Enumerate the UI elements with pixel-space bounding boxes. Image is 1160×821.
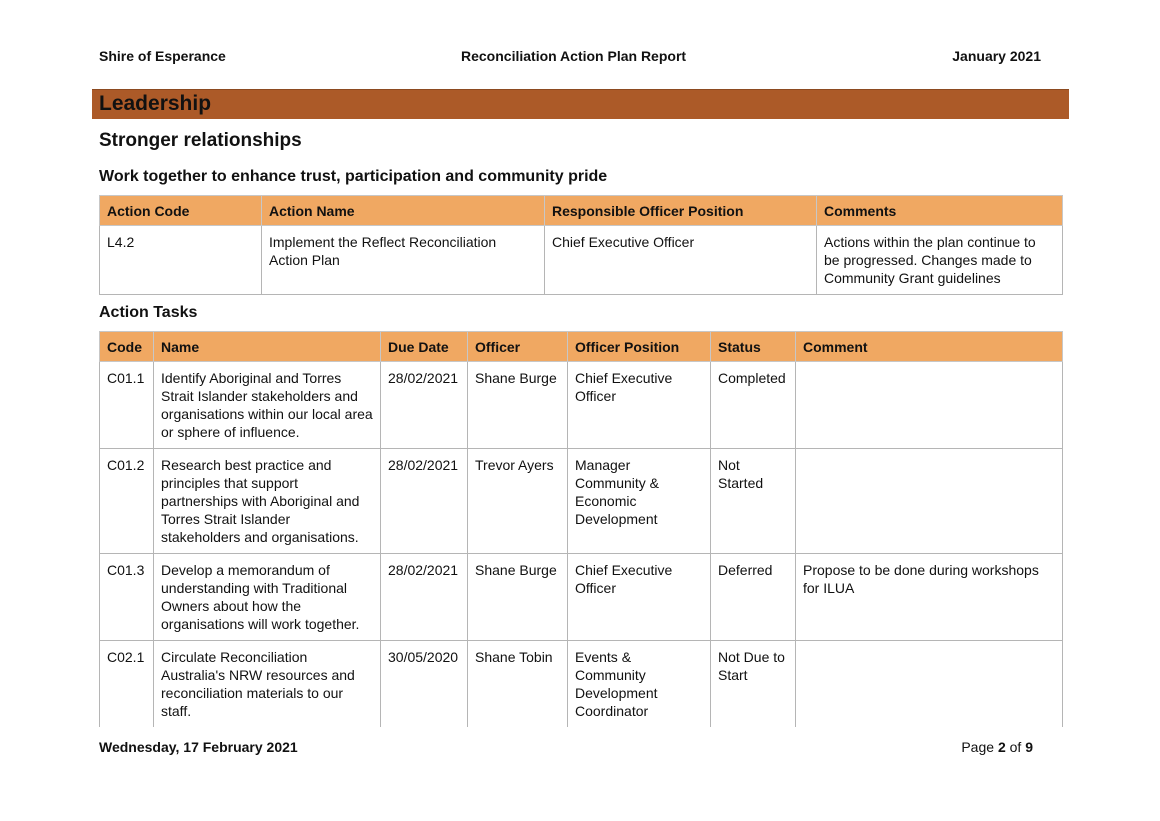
page-label: Page — [961, 739, 995, 755]
action-table: Action Code Action Name Responsible Offi… — [99, 195, 1063, 295]
section-title: Leadership — [99, 92, 212, 115]
task-due-date-cell: 28/02/2021 — [380, 553, 468, 641]
table-row: L4.2 Implement the Reflect Reconciliatio… — [99, 225, 1063, 295]
task-officer-cell: Shane Burge — [467, 553, 568, 641]
task-officer-position-cell: Manager Community & Economic Development — [567, 448, 711, 554]
task-comment-cell — [795, 640, 1063, 727]
task-officer-cell: Trevor Ayers — [467, 448, 568, 554]
page-header: Shire of Esperance Reconciliation Action… — [99, 48, 1041, 68]
task-status-cell: Deferred — [710, 553, 796, 641]
action-name-cell: Implement the Reflect Reconciliation Act… — [261, 225, 545, 295]
page-footer: Wednesday, 17 February 2021 Page 2 of 9 — [99, 739, 1033, 759]
section-subtitle: Stronger relationships — [99, 130, 302, 151]
task-status-cell: Completed — [710, 361, 796, 449]
task-comment-cell: Propose to be done during workshops for … — [795, 553, 1063, 641]
action-code-cell: L4.2 — [99, 225, 262, 295]
page-total: 9 — [1025, 739, 1033, 755]
table-row: C01.3 Develop a memorandum of understand… — [99, 553, 1063, 641]
column-header-responsible-officer: Responsible Officer Position — [544, 195, 817, 226]
goal-heading: Work together to enhance trust, particip… — [99, 168, 608, 185]
report-period: January 2021 — [952, 48, 1041, 64]
page-of-label: of — [1009, 739, 1022, 755]
report-title: Reconciliation Action Plan Report — [461, 48, 687, 64]
task-due-date-cell: 30/05/2020 — [380, 640, 468, 727]
column-header-officer-position: Officer Position — [567, 331, 711, 362]
task-code-cell: C01.3 — [99, 553, 154, 641]
footer-date: Wednesday, 17 February 2021 — [99, 739, 298, 755]
action-comments-cell: Actions within the plan continue to be p… — [816, 225, 1063, 295]
task-due-date-cell: 28/02/2021 — [380, 361, 468, 449]
column-header-action-name: Action Name — [261, 195, 545, 226]
column-header-status: Status — [710, 331, 796, 362]
action-table-header-row: Action Code Action Name Responsible Offi… — [99, 195, 1063, 226]
task-name-cell: Identify Aboriginal and Torres Strait Is… — [153, 361, 381, 449]
task-officer-cell: Shane Tobin — [467, 640, 568, 727]
task-officer-position-cell: Chief Executive Officer — [567, 553, 711, 641]
task-due-date-cell: 28/02/2021 — [380, 448, 468, 554]
table-row: C01.1 Identify Aboriginal and Torres Str… — [99, 361, 1063, 449]
task-code-cell: C01.2 — [99, 448, 154, 554]
tasks-heading: Action Tasks — [99, 304, 198, 321]
task-status-cell: Not Started — [710, 448, 796, 554]
task-comment-cell — [795, 361, 1063, 449]
section-title-bar: Leadership — [92, 89, 1069, 119]
task-code-cell: C02.1 — [99, 640, 154, 727]
page-current: 2 — [997, 739, 1006, 755]
task-name-cell: Research best practice and principles th… — [153, 448, 381, 554]
table-row: C01.2 Research best practice and princip… — [99, 448, 1063, 554]
column-header-comment: Comment — [795, 331, 1063, 362]
task-officer-position-cell: Events & Community Development Coordinat… — [567, 640, 711, 727]
task-name-cell: Circulate Reconciliation Australia's NRW… — [153, 640, 381, 727]
column-header-officer: Officer — [467, 331, 568, 362]
column-header-action-code: Action Code — [99, 195, 262, 226]
task-officer-position-cell: Chief Executive Officer — [567, 361, 711, 449]
tasks-table: Code Name Due Date Officer Officer Posit… — [99, 331, 1063, 727]
organisation-name: Shire of Esperance — [99, 48, 226, 64]
page-number: Page 2 of 9 — [961, 739, 1033, 755]
task-name-cell: Develop a memorandum of understanding wi… — [153, 553, 381, 641]
column-header-comments: Comments — [816, 195, 1063, 226]
tasks-table-header-row: Code Name Due Date Officer Officer Posit… — [99, 331, 1063, 362]
column-header-code: Code — [99, 331, 154, 362]
column-header-due-date: Due Date — [380, 331, 468, 362]
column-header-name: Name — [153, 331, 381, 362]
task-officer-cell: Shane Burge — [467, 361, 568, 449]
responsible-position-cell: Chief Executive Officer — [544, 225, 817, 295]
task-code-cell: C01.1 — [99, 361, 154, 449]
table-row: C02.1 Circulate Reconciliation Australia… — [99, 640, 1063, 727]
task-comment-cell — [795, 448, 1063, 554]
task-status-cell: Not Due to Start — [710, 640, 796, 727]
